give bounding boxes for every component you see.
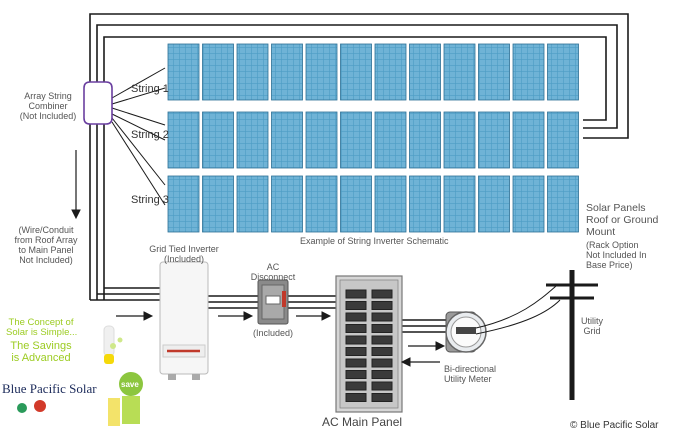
solar-panel-3-4: [271, 175, 303, 233]
breaker: [371, 301, 393, 310]
breaker: [371, 312, 393, 322]
string-leads: [111, 67, 166, 206]
solar-panel-1-9: [443, 43, 476, 101]
utility-meter: [445, 311, 487, 353]
inverter: [159, 261, 209, 380]
solar-panel-2-10: [478, 111, 510, 169]
solar-panel-1-3: [236, 43, 269, 101]
string-1-label: String 1: [131, 83, 169, 95]
solar-panel-3-5: [305, 175, 338, 233]
breaker: [345, 381, 367, 391]
solar-panel-3-12: [547, 175, 579, 233]
solar-panel-1-7: [374, 43, 407, 101]
conduit-label: (Wire/Conduit from Roof Array to Main Pa…: [14, 225, 78, 265]
solar-panel-3-2: [202, 175, 234, 233]
solar-panel-1-2: [202, 43, 234, 101]
bidirectional-arrows: [400, 341, 446, 367]
breaker: [345, 370, 367, 379]
solar-panel-2-7: [374, 111, 407, 169]
solar-panel-3-8: [409, 175, 441, 233]
logo-brand: Blue Pacific Solar: [2, 381, 97, 396]
solar-panel-2-11: [512, 111, 545, 169]
grid-label: Utility Grid: [581, 316, 603, 336]
breaker: [345, 312, 367, 322]
breaker: [371, 347, 393, 356]
small-panels-icon: [15, 403, 21, 419]
solar-panel-2-6: [340, 111, 372, 169]
copyright: © Blue Pacific Solar: [570, 420, 659, 431]
solar-panel-3-10: [478, 175, 510, 233]
inverter-label: Grid Tied Inverter (Included): [149, 244, 219, 264]
breaker: [371, 393, 393, 402]
solar-panel-2-9: [443, 111, 476, 169]
solar-panel-1-6: [340, 43, 372, 101]
solar-panel-1-1: [167, 43, 200, 101]
logo-savings: The Savings is Advanced: [10, 340, 72, 364]
solar-panel-3-11: [512, 175, 545, 233]
logo-graphic: [15, 325, 143, 426]
string-3-label: String 3: [131, 194, 169, 206]
solar-panel-1-11: [512, 43, 545, 101]
rack-option-label: (Rack Option Not Included In Base Price): [586, 240, 647, 270]
breaker: [371, 381, 393, 391]
logo-tagline: The Concept of Solar is Simple...: [6, 317, 78, 338]
utility-pole: [475, 270, 598, 400]
solar-panel-3-9: [443, 175, 476, 233]
solar-panels-label: Solar Panels Roof or Ground Mount: [586, 202, 659, 238]
save-badge: save: [121, 380, 139, 389]
string-2-label: String 2: [131, 129, 169, 141]
breaker: [345, 289, 367, 299]
solar-panel-3-6: [340, 175, 372, 233]
main-panel-box: [335, 275, 403, 413]
solar-panel-1-5: [305, 43, 338, 101]
solar-panel-3-1: [167, 175, 200, 233]
breaker: [371, 370, 393, 379]
solar-panel-2-8: [409, 111, 441, 169]
combiner-label: Array String Combiner (Not Included): [19, 91, 77, 121]
solar-panel-1-8: [409, 43, 441, 101]
main-panel-label: AC Main Panel: [322, 415, 403, 429]
down-arrow: [71, 150, 81, 220]
solar-panel-2-1: [167, 111, 200, 169]
solar-panel-2-4: [271, 111, 303, 169]
schematic-caption: Example of String Inverter Schematic: [300, 236, 449, 246]
disconnect-note: (Included): [252, 328, 294, 338]
disconnect-label: AC Disconnect: [250, 262, 296, 282]
solar-panel-2-12: [547, 111, 579, 169]
array-wiring: [89, 13, 629, 333]
breaker: [345, 335, 367, 345]
breaker: [345, 358, 367, 368]
solar-panel-1-12: [547, 43, 579, 101]
solar-panel-2-5: [305, 111, 338, 169]
breaker: [371, 358, 393, 368]
meter-label: Bi-directional Utility Meter: [444, 364, 497, 384]
breaker: [371, 335, 393, 345]
breaker: [345, 324, 367, 333]
breaker: [371, 324, 393, 333]
solar-panel-2-2: [202, 111, 234, 169]
breaker: [345, 393, 367, 402]
solar-panel-1-4: [271, 43, 303, 101]
combiner-box: [83, 81, 113, 125]
breaker: [345, 347, 367, 356]
panel-array: [167, 43, 579, 233]
ac-disconnect: [257, 279, 289, 325]
breaker: [371, 289, 393, 299]
solar-panel-2-3: [236, 111, 269, 169]
solar-panel-3-3: [236, 175, 269, 233]
solar-panel-3-7: [374, 175, 407, 233]
solar-panel-1-10: [478, 43, 510, 101]
flow-arrows: [116, 311, 332, 321]
breaker: [345, 301, 367, 310]
